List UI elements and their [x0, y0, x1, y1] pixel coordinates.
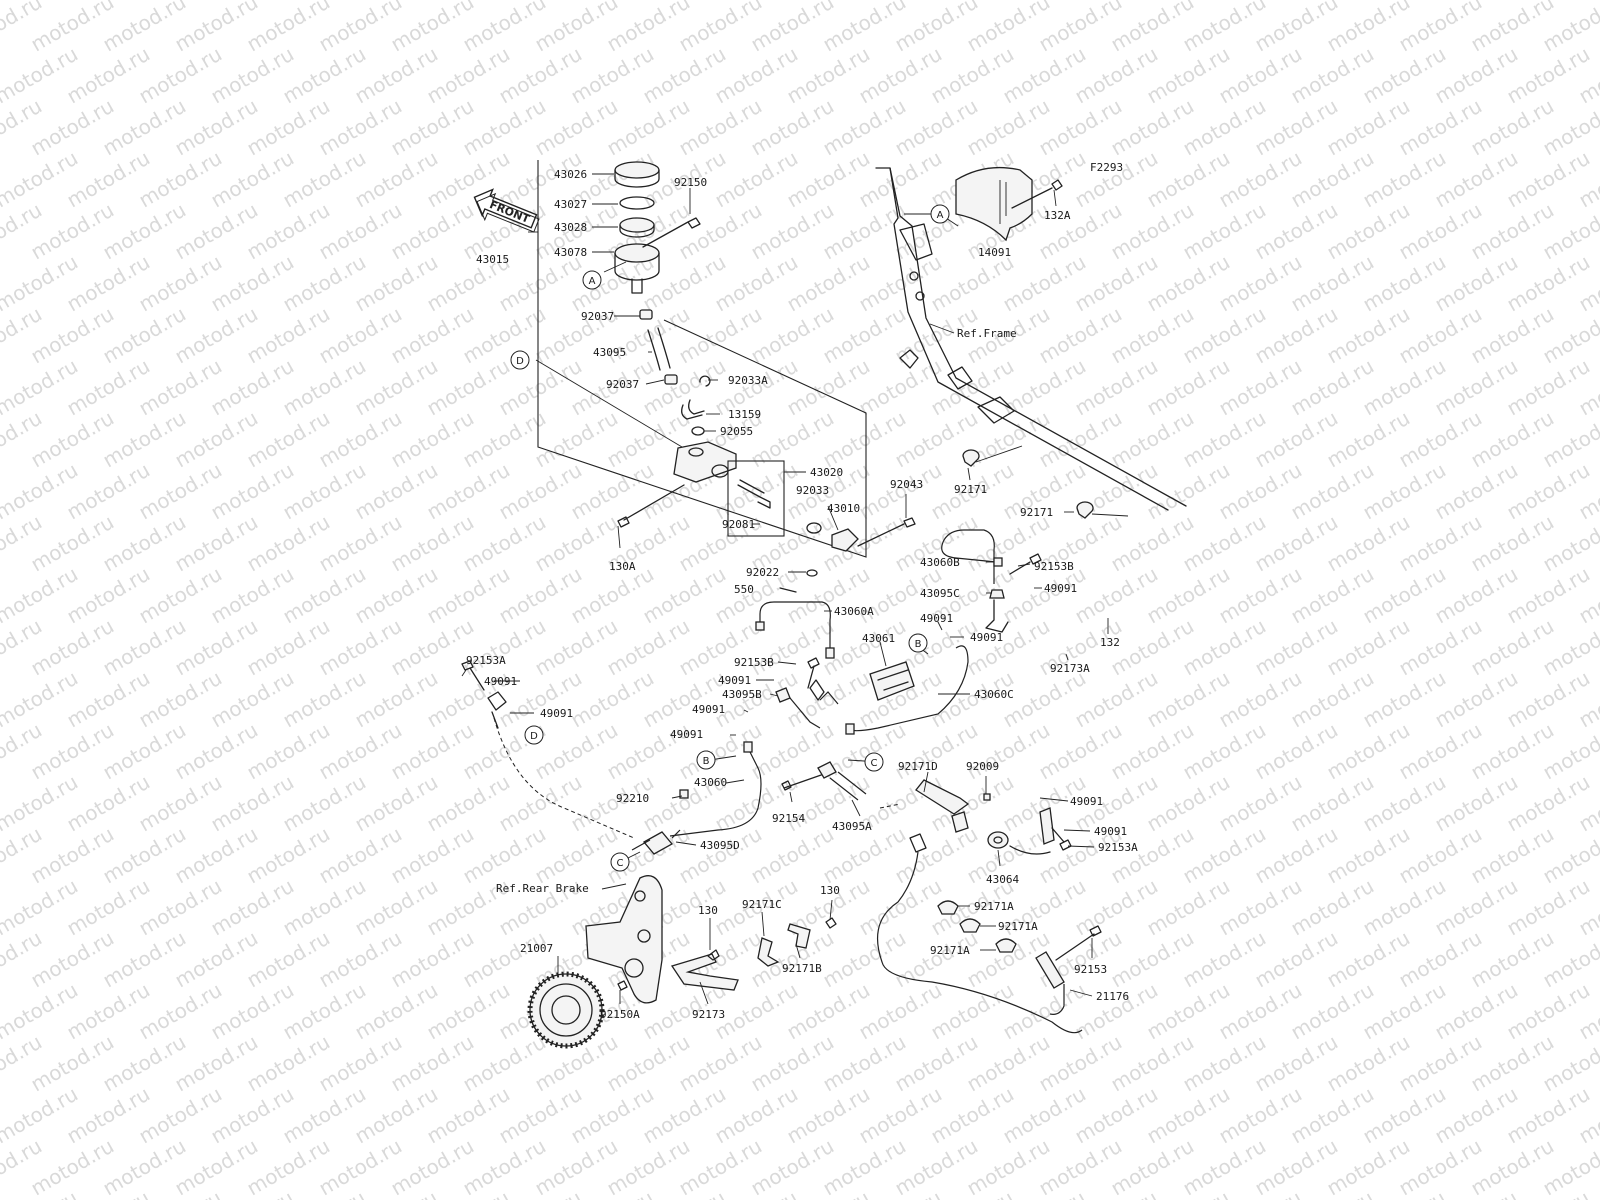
- part-label: 130: [820, 884, 840, 897]
- part-label: 43010: [827, 502, 860, 515]
- part-label: 92153A: [466, 654, 506, 667]
- part-label: 43026: [554, 168, 587, 181]
- circle-label-b: B: [915, 639, 922, 650]
- ref-rear-brake-label: Ref.Rear Brake: [496, 882, 589, 895]
- part-label: 43060: [694, 776, 727, 789]
- part-label: 92009: [966, 760, 999, 773]
- circle-label-d: D: [530, 731, 538, 742]
- part-label: 43020: [810, 466, 843, 479]
- part-labels: 43026 43027 43028 43078 92150 43015 9203…: [466, 168, 1138, 1021]
- brake-lines: [461, 529, 1042, 855]
- part-label: 92022: [746, 566, 779, 579]
- part-label: 92171D: [898, 760, 938, 773]
- part-label: 49091: [1094, 825, 1127, 838]
- part-label: 49091: [920, 612, 953, 625]
- part-label: 43027: [554, 198, 587, 211]
- master-cylinder-group: [528, 160, 916, 593]
- part-label: 49091: [540, 707, 573, 720]
- part-label: 43015: [476, 253, 509, 266]
- circle-label-d: D: [516, 356, 524, 367]
- ref-frame-label: Ref.Frame: [957, 327, 1017, 340]
- part-label: 49091: [670, 728, 703, 741]
- frame-section: [875, 166, 1187, 519]
- hose-clamp: [639, 309, 653, 320]
- part-label: 130A: [609, 560, 636, 573]
- part-label: 13159: [728, 408, 761, 421]
- circle-label-b: B: [703, 756, 710, 767]
- part-label: 92210: [616, 792, 649, 805]
- part-label: 92171B: [782, 962, 822, 975]
- part-label: 92171A: [930, 944, 970, 957]
- part-label: 49091: [484, 675, 517, 688]
- part-label: 43095: [593, 346, 626, 359]
- part-label: 92171: [954, 483, 987, 496]
- part-label: 92037: [581, 310, 614, 323]
- circle-label-a: A: [589, 276, 596, 287]
- figure-code: F2293: [1090, 161, 1123, 174]
- part-label: 92153B: [734, 656, 774, 669]
- part-label: 130: [698, 904, 718, 917]
- part-label: 49091: [1044, 582, 1077, 595]
- part-label: 43095C: [920, 587, 960, 600]
- part-label: 92171A: [974, 900, 1014, 913]
- part-label: 92173: [692, 1008, 725, 1021]
- part-label: 92153B: [1034, 560, 1074, 573]
- part-label: 43028: [554, 221, 587, 234]
- reservoir-cap: [614, 161, 660, 179]
- part-label: 21007: [520, 942, 553, 955]
- diaphragm-plate: [619, 196, 655, 210]
- diaphragm: [619, 217, 655, 233]
- part-label: 43061: [862, 632, 895, 645]
- part-label: 92033A: [728, 374, 768, 387]
- reservoir: [614, 243, 660, 263]
- reservoir-hose: [647, 327, 671, 371]
- part-label: 92171: [1020, 506, 1053, 519]
- part-label: 49091: [1070, 795, 1103, 808]
- part-label: 92171C: [742, 898, 782, 911]
- part-label: 92153: [1074, 963, 1107, 976]
- part-label: 43060C: [974, 688, 1014, 701]
- part-label: 43095B: [722, 688, 762, 701]
- circle-label-c: C: [617, 858, 624, 869]
- part-label: 49091: [692, 703, 725, 716]
- part-label: 92171A: [998, 920, 1038, 933]
- part-label: 43060A: [834, 605, 874, 618]
- part-label: 92150A: [600, 1008, 640, 1021]
- part-label: 132: [1100, 636, 1120, 649]
- sensor-harness: [876, 779, 1102, 1034]
- part-label: 43064: [986, 873, 1019, 886]
- circle-label-c: C: [871, 758, 878, 769]
- part-label: 92055: [720, 425, 753, 438]
- part-label: 92173A: [1050, 662, 1090, 675]
- rear-brake-section: [527, 875, 837, 1049]
- part-label: 92043: [890, 478, 923, 491]
- part-label: 92033: [796, 484, 829, 497]
- part-label: 14091: [978, 246, 1011, 259]
- heat-shield: [955, 166, 1033, 242]
- part-label: 92153A: [1098, 841, 1138, 854]
- part-label: 49091: [970, 631, 1003, 644]
- part-label: 43095A: [832, 820, 872, 833]
- circle-label-a: A: [937, 210, 944, 221]
- part-label: 92150: [674, 176, 707, 189]
- part-label: 43095D: [700, 839, 740, 852]
- part-label: 49091: [718, 674, 751, 687]
- part-label: 92154: [772, 812, 805, 825]
- part-label: 92081: [722, 518, 755, 531]
- part-label: 43078: [554, 246, 587, 259]
- part-label: 550: [734, 583, 754, 596]
- circle-callouts: A A B B C C D D: [510, 204, 950, 872]
- part-label: 132A: [1044, 209, 1071, 222]
- part-label: 21176: [1096, 990, 1129, 1003]
- part-label: 43060B: [920, 556, 960, 569]
- watermark-text: motod.ru: [1575, 0, 1600, 4]
- part-label: 92037: [606, 378, 639, 391]
